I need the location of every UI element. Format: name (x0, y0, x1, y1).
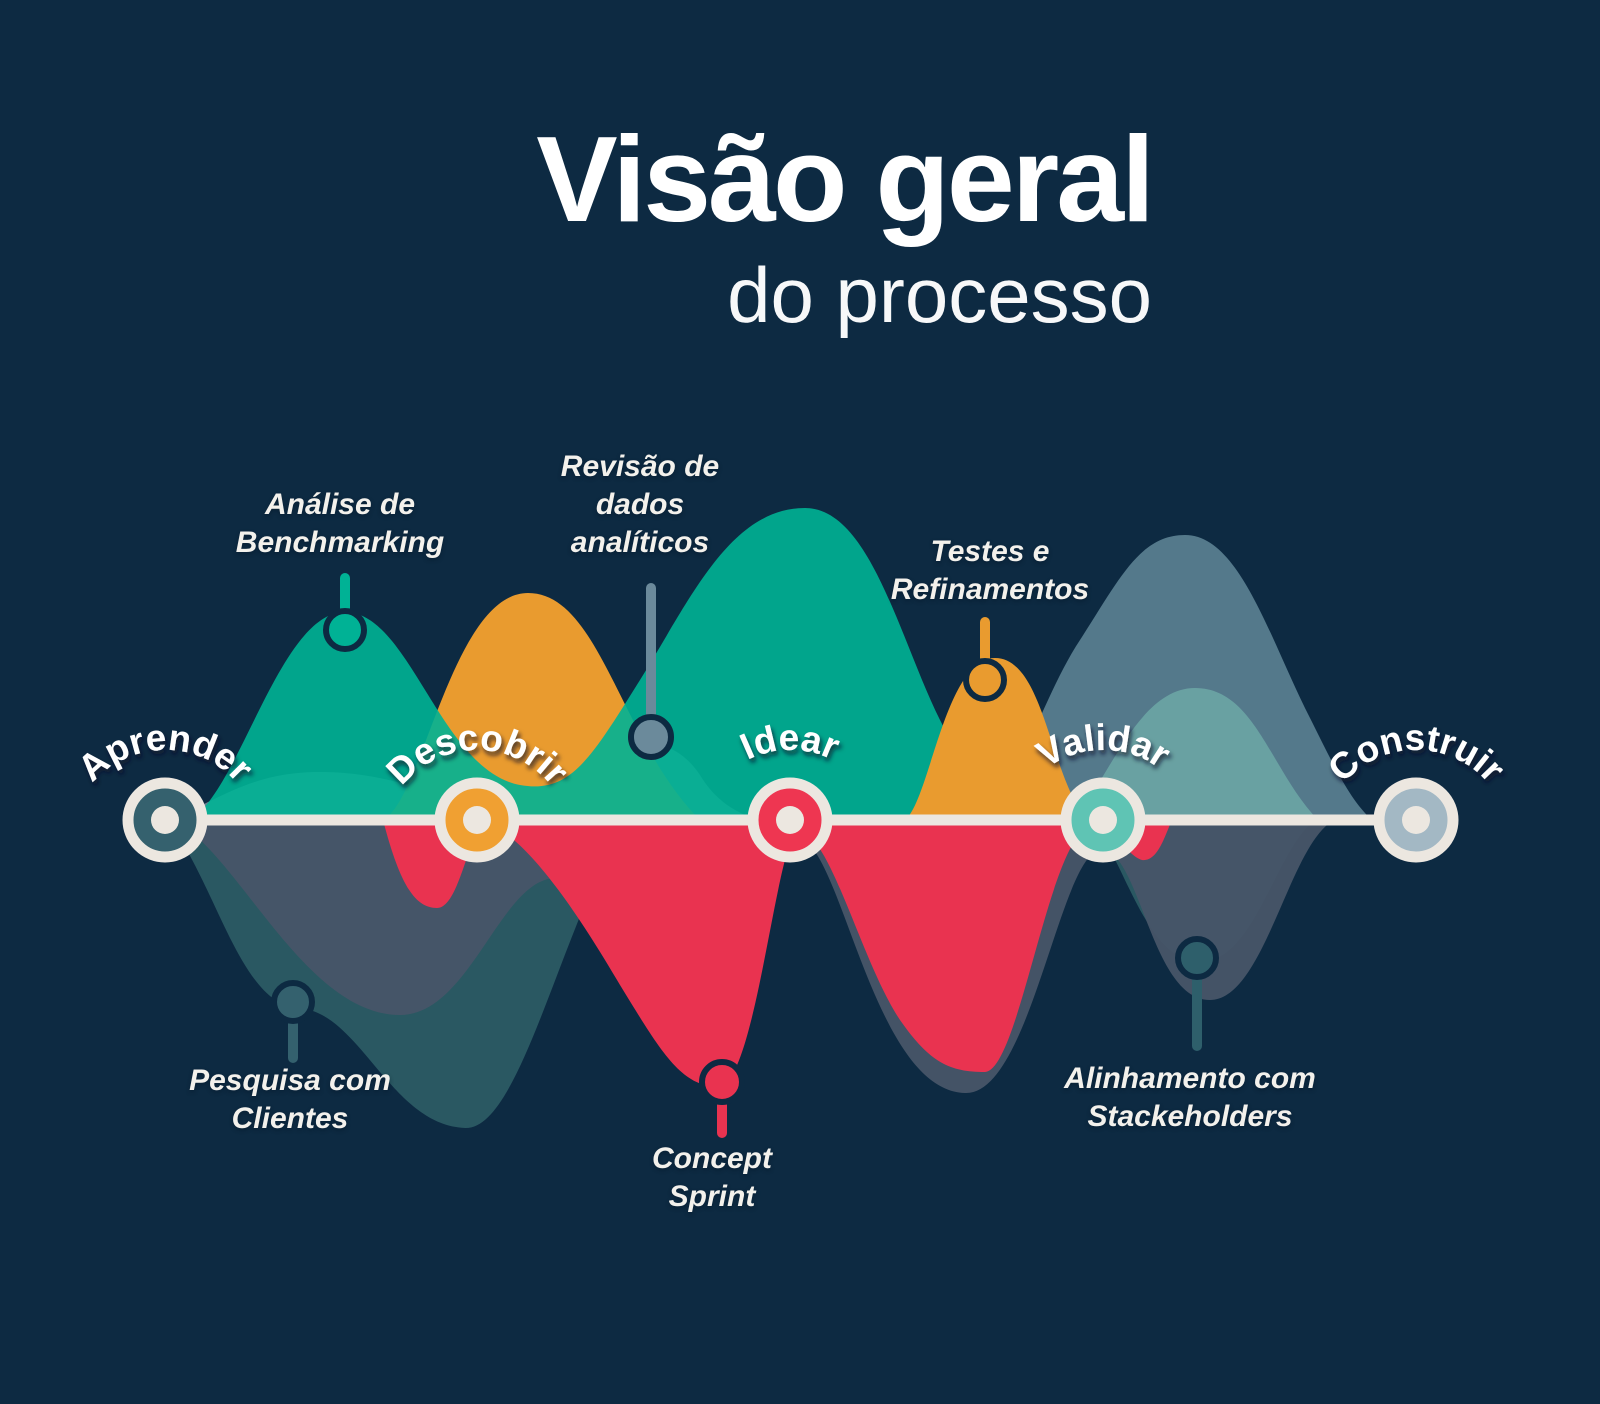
callout-testes: Testes e Refinamentos (891, 533, 1089, 609)
callout-analise-line-2: Benchmarking (235, 526, 445, 559)
callout-testes-line-1: Testes e (930, 535, 1050, 568)
wave-teal (190, 508, 990, 820)
callout-pesquisa-line-2: Clientes (231, 1102, 349, 1135)
node-validar-dot (1089, 806, 1117, 834)
wave-orange-hump-2 (905, 658, 1088, 820)
timeline-nodes (122, 777, 1459, 863)
node-descobrir (434, 777, 520, 863)
wave-red-below (383, 820, 1172, 1087)
page-title: Visão geral (536, 111, 1155, 247)
node-aprender-dot (151, 806, 179, 834)
callout-revisao: Revisão de dados analíticos (561, 448, 719, 562)
callout-markers (271, 573, 1219, 1138)
callout-alinhamento-line-2: Stackeholders (1087, 1100, 1293, 1133)
alinhamento-marker (1175, 936, 1219, 980)
node-construir (1373, 777, 1459, 863)
title-block: Visão geral do processo (536, 111, 1155, 341)
analise-marker (323, 608, 367, 652)
callout-revisao-line-3: analíticos (570, 526, 710, 559)
node-idear-dot (776, 806, 804, 834)
node-construir-dot (1402, 806, 1430, 834)
page-subtitle: do processo (727, 251, 1152, 339)
callout-pesquisa-line-1: Pesquisa com (189, 1064, 391, 1097)
callout-alinhamento: Alinhamento com Stackeholders (1064, 1060, 1316, 1136)
callout-analise-line-1: Análise de (264, 488, 416, 521)
revisao-marker (628, 714, 674, 760)
node-validar (1060, 777, 1146, 863)
node-aprender (122, 777, 208, 863)
callout-alinhamento-line-1: Alinhamento com (1064, 1062, 1316, 1095)
concept-marker (699, 1059, 745, 1105)
testes-marker (963, 658, 1007, 702)
pesquisa-marker (271, 980, 315, 1024)
node-descobrir-dot (463, 806, 491, 834)
callout-revisao-line-2: dados (595, 488, 685, 521)
callout-testes-line-2: Refinamentos (890, 573, 1090, 606)
callout-concept: Concept Sprint (652, 1140, 772, 1216)
waves-below (168, 820, 1335, 1129)
callout-revisao-line-1: Revisão de (560, 450, 720, 483)
callout-analise: Análise de Benchmarking (236, 486, 444, 562)
wave-gray-big (975, 535, 1372, 820)
waves-above (168, 508, 1372, 820)
callout-concept-line-2: Sprint (668, 1180, 756, 1213)
callout-concept-line-1: Concept (652, 1142, 772, 1175)
callout-pesquisa: Pesquisa com Clientes (189, 1062, 391, 1138)
node-idear (747, 777, 833, 863)
